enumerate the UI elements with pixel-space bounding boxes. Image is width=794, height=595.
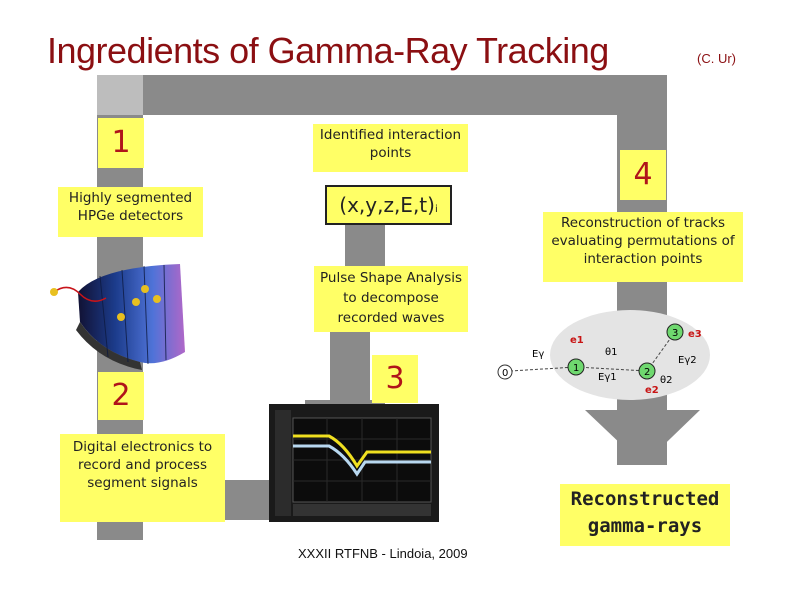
track-label-egamma1: Eγ1 <box>598 372 617 383</box>
track-label-e1: e1 <box>570 335 584 346</box>
detector-illustration <box>50 264 185 370</box>
footer-text: XXXII RTFNB - Lindoia, 2009 <box>298 546 468 561</box>
track-label-e3: e3 <box>688 329 702 340</box>
coords-text: (x,y,z,E,t) <box>339 193 435 217</box>
step1-label: Highly segmented HPGe detectors <box>58 187 203 237</box>
tracking-figure: 0 1 2 3 e1 e2 e3 Eγ Eγ1 Eγ2 θ1 θ2 <box>497 310 710 400</box>
track-label-1: 1 <box>573 363 579 374</box>
track-label-2: 2 <box>644 367 650 378</box>
track-label-theta1: θ1 <box>605 347 617 358</box>
step4-box: 4 <box>620 150 666 200</box>
interaction-points-label: Identified interaction points <box>313 124 468 172</box>
step1-box: 1 <box>98 118 144 168</box>
flow-top-bar <box>97 75 667 115</box>
track-label-egamma: Eγ <box>532 349 544 360</box>
flow-right-arrowhead <box>585 410 700 465</box>
page-title: Ingredients of Gamma-Ray Tracking <box>47 30 609 71</box>
track-label-egamma2: Eγ2 <box>678 355 697 366</box>
track-label-3: 3 <box>672 328 678 339</box>
step3-box: 3 <box>372 355 418 403</box>
track-label-theta2: θ2 <box>660 375 672 386</box>
track-label-0: 0 <box>502 368 508 379</box>
oscilloscope-screen <box>269 404 439 522</box>
psa-label: Pulse Shape Analysis to decompose record… <box>314 266 468 332</box>
step2-box: 2 <box>98 372 144 420</box>
step1-number: 1 <box>111 125 131 160</box>
flow-mid-vertical <box>330 320 370 405</box>
step4-number: 4 <box>633 157 653 192</box>
track-label-e2: e2 <box>645 385 659 396</box>
step4-label: Reconstruction of tracks evaluating perm… <box>543 212 743 282</box>
credit: (C. Ur) <box>697 51 736 66</box>
step3-number: 3 <box>385 361 405 396</box>
step2-label: Digital electronics to record and proces… <box>60 434 225 522</box>
result-label: Reconstructed gamma-rays <box>560 484 730 546</box>
step2-number: 2 <box>111 378 131 413</box>
coords-subscript: i <box>434 204 438 215</box>
coords-box: (x,y,z,E,t)i <box>325 185 452 225</box>
flow-corner <box>97 75 143 115</box>
